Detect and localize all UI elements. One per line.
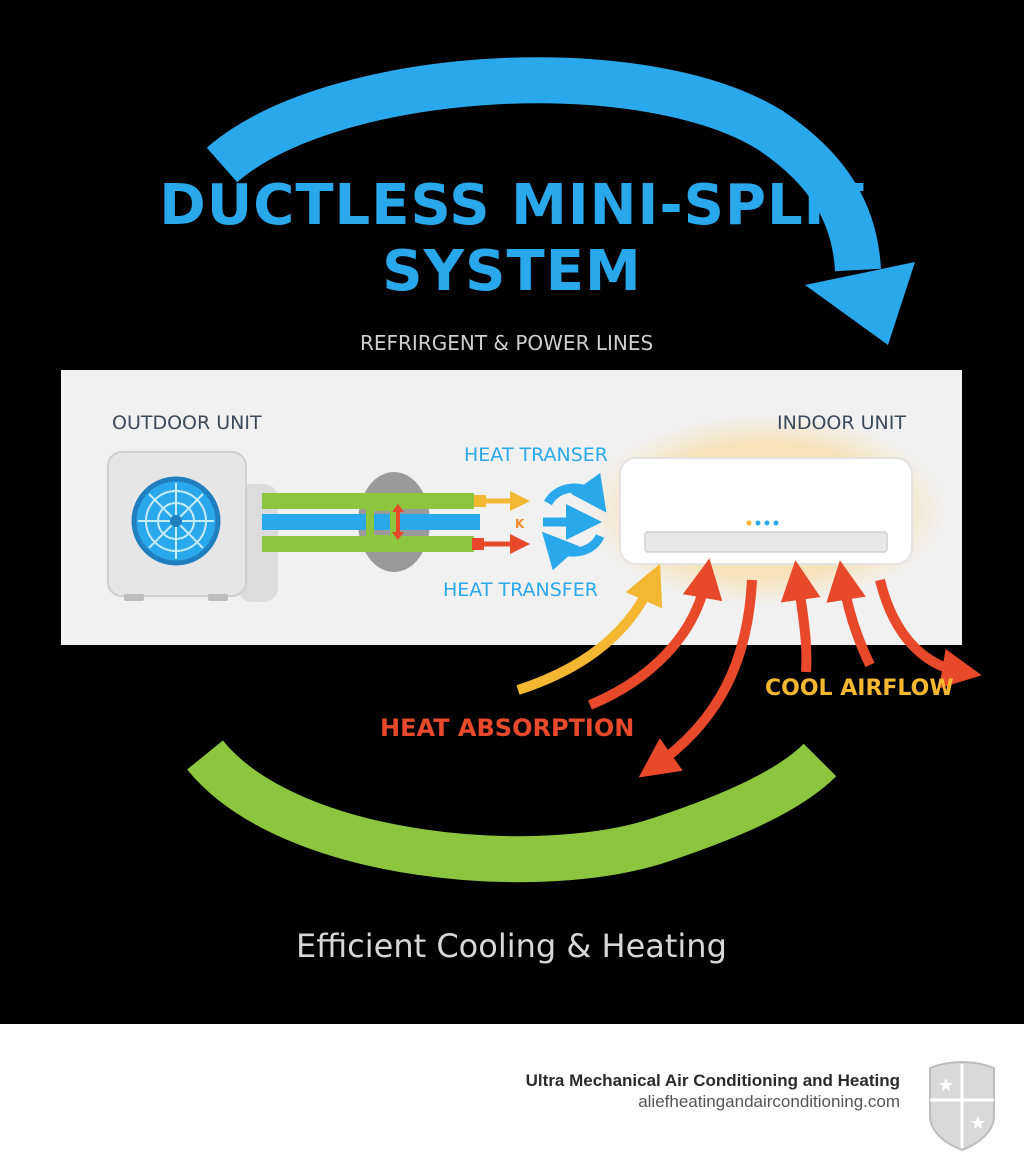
- outdoor-unit-label: OUTDOOR UNIT: [112, 412, 262, 434]
- heat-transfer-arrows: K: [472, 472, 607, 571]
- cool-airflow-arrow: [875, 578, 982, 689]
- heat-transfer-top-label: HEAT TRANSER: [464, 444, 608, 466]
- brand-name: Ultra Mechanical Air Conditioning and He…: [525, 1071, 900, 1090]
- indoor-unit-label: INDOOR UNIT: [777, 412, 906, 434]
- heat-transfer-bottom-label: HEAT TRANSFER: [443, 579, 598, 601]
- title-line-2: SYSTEM: [382, 239, 642, 304]
- brand-url: aliefheatingandairconditioning.com: [638, 1092, 900, 1111]
- footer-caption: Efficient Cooling & Heating: [296, 927, 727, 965]
- heat-absorption-arrow-yellow: [516, 563, 663, 695]
- shield-logo-icon: [929, 1061, 995, 1152]
- airflow-arrows: [516, 558, 982, 778]
- title-line-1: DUCTLESS MINI-SPLIT: [159, 173, 865, 238]
- svg-text:K: K: [515, 517, 525, 531]
- return-arrow: [638, 579, 757, 778]
- heat-absorption-arrow-3: [826, 560, 875, 668]
- heat-absorption-arrow-2: [780, 560, 821, 673]
- top-cycle-arrow: [206, 57, 915, 345]
- heat-absorption-label: HEAT ABSORPTION: [380, 714, 635, 742]
- heat-absorption-arrow-1: [588, 558, 723, 710]
- outdoor-unit: [107, 451, 278, 602]
- bottom-cycle-arc: [187, 739, 837, 883]
- refrigerant-lines: [262, 493, 480, 552]
- brand-footer: Ultra Mechanical Air Conditioning and He…: [0, 1024, 1024, 1154]
- lines-label: REFRIRGENT & POWER LINES: [360, 331, 654, 355]
- cool-airflow-label: COOL AIRFLOW: [765, 676, 954, 701]
- indoor-unit: [619, 457, 913, 565]
- diagram-artwork: K: [61, 57, 982, 883]
- diagram-canvas: K DUCTLESS MINI-SPLIT SYSTEM REFRIRGENT …: [61, 57, 982, 965]
